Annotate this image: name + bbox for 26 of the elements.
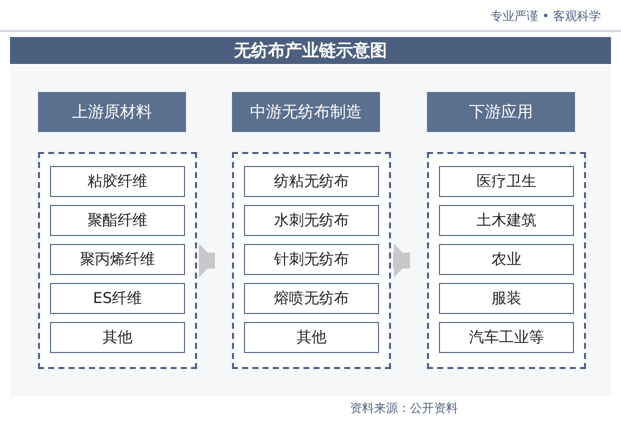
item-box: 聚酯纤维 (50, 205, 185, 236)
stage-header: 上游原材料 (38, 92, 186, 132)
item-box: 水刺无纺布 (244, 205, 379, 236)
item-box: 粘胶纤维 (50, 166, 185, 197)
source-note: 资料来源：公开资料 (350, 400, 458, 417)
dashed-group-box (38, 152, 197, 369)
block-arrow (393, 244, 410, 278)
slogan-text: 专业严谨 • 客观科学 (490, 8, 601, 25)
item-box: 纺粘无纺布 (244, 166, 379, 197)
item-box: 农业 (439, 244, 574, 275)
stage-header: 下游应用 (427, 92, 575, 132)
item-box: 医疗卫生 (439, 166, 574, 197)
title-banner: 无纺布产业链示意图 (10, 37, 611, 64)
item-box: 针刺无纺布 (244, 244, 379, 275)
dashed-group-box (427, 152, 586, 369)
stage-header: 中游无纺布制造 (232, 92, 380, 132)
item-box: 其他 (244, 322, 379, 353)
item-box: 汽车工业等 (439, 322, 574, 353)
item-box: 服装 (439, 283, 574, 314)
item-box: 土木建筑 (439, 205, 574, 236)
dashed-group-box (232, 152, 391, 369)
item-box: 熔喷无纺布 (244, 283, 379, 314)
block-arrow (199, 244, 215, 278)
item-box: 聚丙烯纤维 (50, 244, 185, 275)
item-box: 其他 (50, 322, 185, 353)
item-box: ES纤维 (50, 283, 185, 314)
